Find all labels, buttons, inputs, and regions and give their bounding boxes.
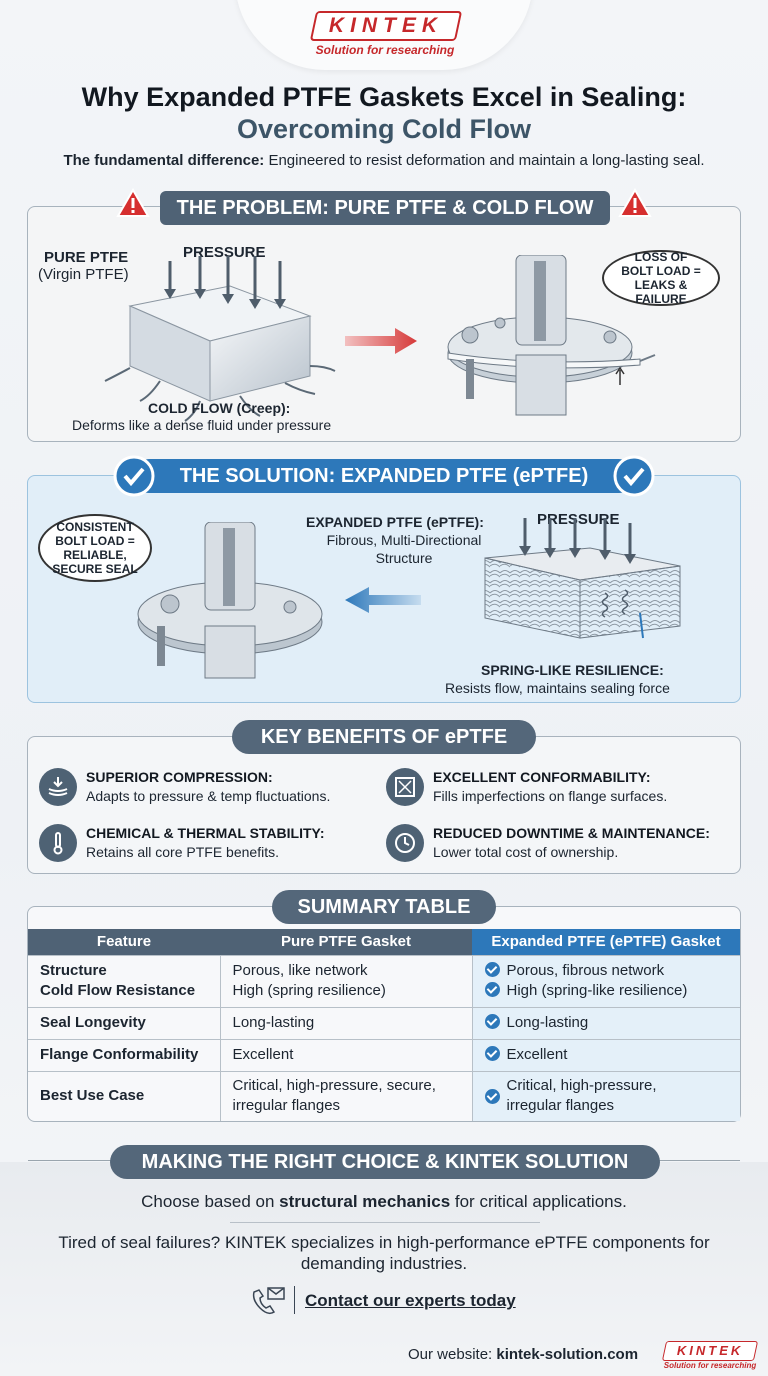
- table-row: Flange Conformability Excellent Excellen…: [28, 1038, 740, 1071]
- cell-feature: Flange Conformability: [28, 1038, 221, 1071]
- kintek-logo-footer[interactable]: KINTEK: [661, 1341, 759, 1361]
- conform-icon: [386, 768, 424, 806]
- check-icon: [613, 455, 655, 497]
- header: KINTEK Solution for researching: [0, 0, 768, 70]
- header-feature: Feature: [28, 929, 220, 955]
- benefits-panel: [27, 736, 741, 874]
- phone-email-icon: [252, 1287, 285, 1315]
- check-icon: [484, 962, 500, 977]
- cold-flow-desc: Deforms like a dense fluid under pressur…: [72, 417, 332, 433]
- check-icon: [484, 1088, 500, 1104]
- pure-ptfe-label: PURE PTFE: [44, 249, 129, 266]
- eptfe-desc-2: Structure: [375, 550, 433, 566]
- cell-feature: Seal Longevity: [28, 1006, 221, 1039]
- summary-table: Feature Pure PTFE Gasket Expanded PTFE (…: [28, 929, 740, 1121]
- warning-icon: [618, 188, 652, 217]
- clock-money-icon: [386, 824, 424, 862]
- compression-icon: [39, 768, 77, 806]
- intro-rest: Engineered to resist deformation and mai…: [264, 152, 705, 169]
- benefit-title-stability: CHEMICAL & THERMAL STABILITY:: [86, 825, 325, 841]
- cell-eptfe: Porous, fibrous network: [506, 962, 665, 979]
- left-arrow-icon: [345, 587, 421, 613]
- cell-eptfe: Excellent: [506, 1046, 568, 1063]
- benefit-desc-stability: Retains all core PTFE benefits.: [86, 844, 279, 860]
- logo-text: KINTEK: [676, 1343, 744, 1358]
- eptfe-block-illustration: [484, 518, 681, 639]
- logo-tagline: Solution for researching: [315, 43, 455, 57]
- check-icon: [484, 1046, 500, 1061]
- check-icon: [484, 982, 500, 997]
- leak-bubble-text: LOSS OF BOLT LOAD = LEAKS & FAILURE: [621, 250, 701, 306]
- problem-heading: THE PROBLEM: PURE PTFE & COLD FLOW: [160, 191, 610, 225]
- website-label: Our website:: [408, 1346, 497, 1363]
- choice-section: [0, 1162, 768, 1376]
- website-line: Our website: kintek-solution.com: [408, 1346, 638, 1363]
- benefit-desc-compression: Adapts to pressure & temp fluctuations.: [86, 788, 331, 804]
- pressure-label: PRESSURE: [183, 244, 266, 261]
- cell-pure: Porous, like network: [232, 962, 368, 979]
- cell-eptfe: Critical, high-pressure,: [506, 1077, 657, 1095]
- contact-link[interactable]: Contact our experts today: [305, 1291, 516, 1310]
- leak-bubble: LOSS OF BOLT LOAD = LEAKS & FAILURE: [602, 250, 720, 306]
- contact-divider: [294, 1286, 295, 1314]
- choose-text: Choose based on structural mechanics for…: [0, 1192, 768, 1212]
- choose-post: for critical applications.: [450, 1192, 627, 1211]
- cell-eptfe: High (spring-like resilience): [506, 982, 688, 999]
- cell-feature: Best Use Case: [28, 1070, 221, 1121]
- spring-desc: Resists flow, maintains sealing force: [445, 680, 670, 696]
- pure-ptfe-block-illustration: [104, 256, 336, 422]
- tired-text: Tired of seal failures? KINTEK specializ…: [58, 1233, 710, 1273]
- benefits-heading: KEY BENEFITS OF ePTFE: [232, 720, 536, 754]
- kintek-logo[interactable]: KINTEK: [309, 11, 463, 41]
- pure-ptfe-sublabel: (Virgin PTFE): [38, 266, 129, 283]
- logo-tagline-footer: Solution for researching: [663, 1361, 757, 1370]
- check-icon: [484, 1014, 500, 1029]
- cell-feature: Structure: [40, 962, 107, 979]
- right-arrow-icon: [345, 328, 417, 354]
- intro-text: The fundamental difference: Engineered t…: [0, 152, 768, 169]
- cold-flow-title: COLD FLOW (Creep):: [148, 400, 291, 416]
- spring-title: SPRING-LIKE RESILIENCE:: [481, 662, 664, 678]
- header-pure-ptfe: Pure PTFE Gasket: [220, 929, 472, 955]
- page-title: Why Expanded PTFE Gaskets Excel in Seali…: [81, 82, 687, 112]
- secure-seal-bubble: CONSISTENT BOLT LOAD = RELIABLE, SECURE …: [38, 514, 152, 582]
- choose-pre: Choose based on: [141, 1192, 280, 1211]
- cell-pure: Excellent: [220, 1038, 473, 1071]
- benefit-title-downtime: REDUCED DOWNTIME & MAINTENANCE:: [433, 825, 710, 841]
- benefit-desc-conformability: Fills imperfections on flange surfaces.: [433, 788, 668, 804]
- benefit-title-conformability: EXCELLENT CONFORMABILITY:: [433, 769, 651, 785]
- benefit-desc-downtime: Lower total cost of ownership.: [433, 844, 619, 860]
- divider: [230, 1222, 540, 1223]
- solution-heading: THE SOLUTION: EXPANDED PTFE (ePTFE): [132, 459, 636, 493]
- choose-bold: structural mechanics: [279, 1192, 451, 1211]
- cell-pure: Critical, high-pressure, secure,: [232, 1077, 436, 1095]
- intro-bold: The fundamental difference:: [63, 152, 265, 169]
- table-row: Seal Longevity Long-lasting Long-lasting: [28, 1006, 740, 1039]
- cell-pure: Long-lasting: [220, 1006, 473, 1039]
- cell-pure: High (spring resilience): [232, 982, 386, 999]
- eptfe-pressure-label: PRESSURE: [537, 511, 620, 528]
- cell-eptfe: Long-lasting: [506, 1014, 589, 1031]
- eptfe-title: EXPANDED PTFE (ePTFE):: [306, 514, 484, 530]
- secure-seal-bubble-text: CONSISTENT BOLT LOAD = RELIABLE, SECURE …: [52, 520, 138, 576]
- table-header-row: Feature Pure PTFE Gasket Expanded PTFE (…: [28, 929, 740, 955]
- cell-eptfe: irregular flanges: [506, 1097, 615, 1115]
- choice-heading: MAKING THE RIGHT CHOICE & KINTEK SOLUTIO…: [110, 1145, 660, 1179]
- summary-heading: SUMMARY TABLE: [272, 890, 496, 924]
- check-icon: [113, 455, 155, 497]
- cell-pure: irregular flanges: [232, 1097, 341, 1115]
- website-link[interactable]: kintek-solution.com: [496, 1346, 639, 1363]
- logo-text: KINTEK: [328, 14, 444, 37]
- table-row: Best Use Case Critical, high-pressure, s…: [28, 1070, 740, 1121]
- thermometer-icon: [39, 824, 77, 862]
- warning-icon: [116, 188, 150, 217]
- header-eptfe: Expanded PTFE (ePTFE) Gasket: [472, 929, 740, 955]
- cell-feature: Cold Flow Resistance: [40, 982, 196, 999]
- flange-sealed-illustration: [137, 522, 323, 679]
- flange-leak-illustration: [447, 255, 656, 416]
- benefit-title-compression: SUPERIOR COMPRESSION:: [86, 769, 273, 785]
- page-subtitle: Overcoming Cold Flow: [236, 114, 532, 144]
- eptfe-desc-1: Fibrous, Multi-Directional: [326, 532, 482, 548]
